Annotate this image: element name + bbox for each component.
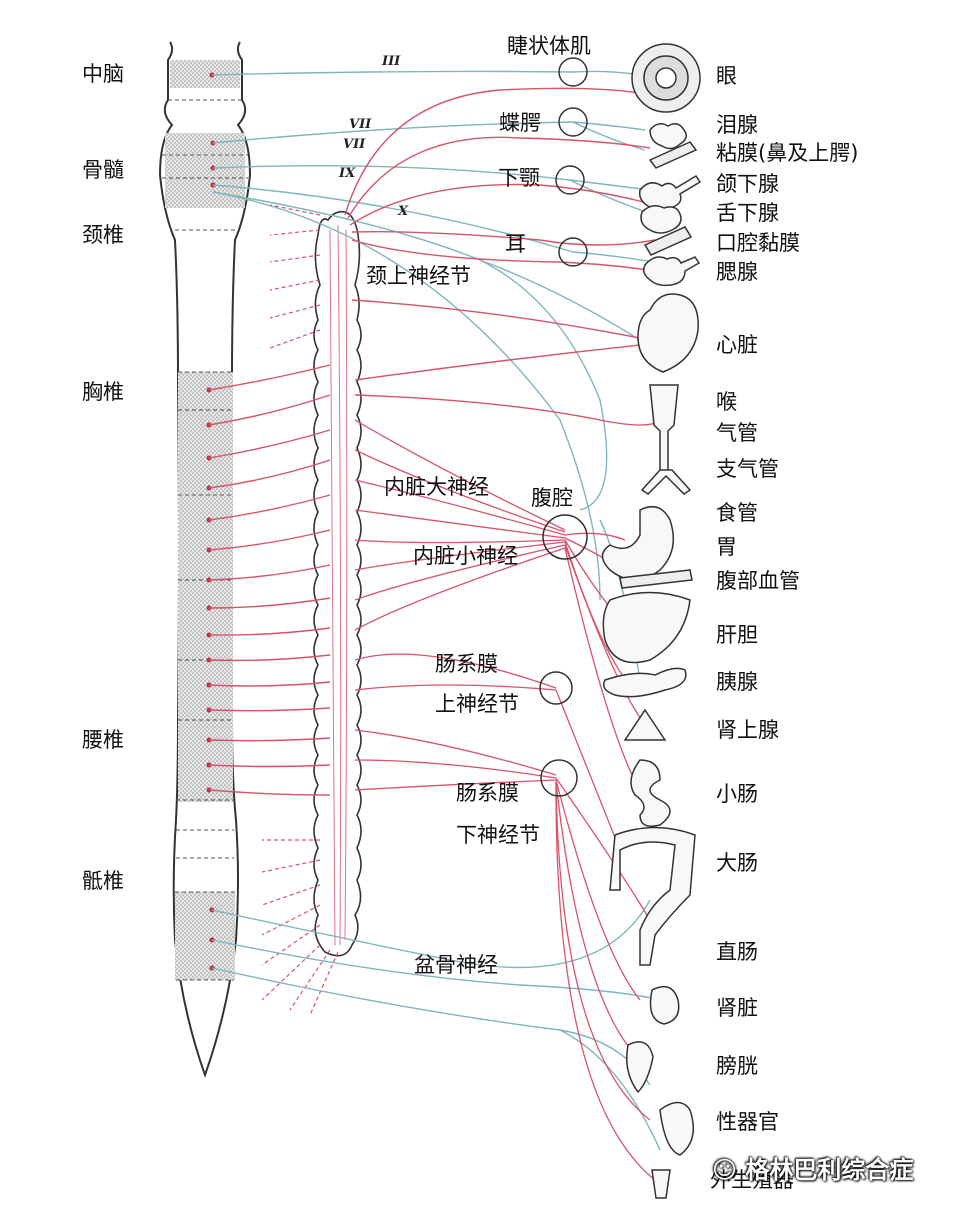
splanchnic-fibers — [354, 419, 566, 791]
label-superior-cervical: 颈上神经节 — [366, 264, 471, 288]
sublingual-gland-shape — [640, 205, 682, 234]
organ-shapes — [601, 43, 702, 1199]
organ-label-oral-mucosa: 口腔黏膜 — [716, 231, 800, 255]
eye-shape — [631, 43, 701, 113]
label-sup-mesenteric-1: 肠系膜 — [435, 652, 498, 676]
organ-label-small-intestine: 小肠 — [716, 782, 758, 806]
label-sup-mesenteric-2: 上神经节 — [435, 692, 519, 716]
larynx-trachea-shape — [649, 384, 679, 472]
label-inf-mesenteric-2: 下神经节 — [456, 823, 540, 847]
nerve-iii: III — [382, 54, 401, 69]
label-pelvic: 盆骨神经 — [414, 953, 498, 977]
organ-label-larynx: 喉 — [716, 390, 737, 414]
abdominal-vessels-shape — [619, 569, 693, 589]
organ-label-adrenal: 肾上腺 — [716, 718, 779, 742]
organ-label-sublingual: 舌下腺 — [716, 201, 779, 225]
organ-label-stomach: 胃 — [716, 535, 737, 559]
superior-mesenteric-ganglion — [539, 671, 573, 705]
oral-mucosa-shape — [643, 226, 693, 256]
organ-label-lacrimal: 泪腺 — [716, 113, 758, 137]
gray-rami — [261, 204, 339, 1016]
organ-label-submandibular: 颌下腺 — [716, 172, 779, 196]
watermark-text: 格林巴利综合症 — [745, 1156, 914, 1184]
reproductive-organ-shape — [659, 1101, 695, 1156]
ciliary-ganglion — [558, 57, 588, 87]
celiac-ganglion — [542, 514, 588, 560]
liver-shape — [602, 591, 691, 664]
label-thoracic: 胸椎 — [82, 380, 124, 404]
nasal-mucosa-shape — [648, 141, 698, 169]
kidney-shape — [649, 985, 680, 1025]
organ-label-esophagus: 食管 — [716, 501, 758, 525]
spinal-cord — [158, 41, 252, 1078]
organ-label-pancreas: 胰腺 — [716, 670, 758, 694]
sympathetic-pre-fibers — [208, 364, 331, 796]
parotid-gland-shape — [642, 256, 701, 287]
label-midbrain: 中脑 — [82, 62, 124, 86]
nerve-x: X — [398, 204, 409, 219]
organ-label-parotid: 腮腺 — [716, 260, 758, 284]
label-lumbar: 腰椎 — [82, 728, 124, 752]
label-pterygopalatine: 蝶腭 — [499, 111, 541, 135]
label-otic: 耳 — [505, 232, 526, 256]
label-sacral: 骶椎 — [82, 869, 124, 893]
label-celiac: 腹腔 — [531, 486, 573, 510]
label-cervical: 颈椎 — [82, 223, 124, 247]
parasympathetic-cranial-fibers — [211, 70, 661, 1151]
wechat-icon: ☺ — [712, 1156, 738, 1184]
external-genitalia-shape — [651, 1169, 671, 1199]
watermark: ☺ 格林巴利综合症 — [712, 1150, 913, 1185]
stomach-shape — [601, 505, 675, 581]
organ-label-mucosa: 粘膜(鼻及上腭) — [716, 141, 859, 165]
organ-label-external-genitalia: 外生殖器 — [710, 1168, 794, 1192]
lacrimal-gland-shape — [649, 123, 687, 150]
label-medulla: 骨髓 — [82, 158, 124, 182]
label-lesser-splanchnic: 内脏小神经 — [413, 544, 518, 568]
pancreas-shape — [603, 667, 687, 698]
organ-label-reproductive: 性器官 — [716, 1110, 779, 1134]
submandibular-ganglion — [555, 165, 585, 195]
bladder-shape — [626, 1041, 654, 1094]
label-ciliary: 睫状体肌 — [507, 34, 591, 58]
inferior-mesenteric-ganglion — [540, 759, 578, 797]
organ-label-trachea: 气管 — [716, 421, 758, 445]
sympathetic-trunk — [313, 210, 362, 957]
organ-label-kidney: 肾脏 — [716, 996, 758, 1020]
nerve-vii-a: VII — [349, 117, 372, 132]
organ-label-rectum: 直肠 — [716, 940, 758, 964]
small-intestine-shape — [630, 759, 671, 827]
organ-label-eye: 眼 — [716, 64, 737, 88]
pterygopalatine-ganglion — [558, 107, 588, 137]
organ-label-liver: 肝胆 — [716, 623, 758, 647]
label-inf-mesenteric-1: 肠系膜 — [456, 781, 519, 805]
organ-label-large-intestine: 大肠 — [716, 851, 758, 875]
adrenal-shape — [623, 708, 667, 741]
nerve-ix: IX — [339, 166, 356, 181]
large-intestine-shape — [609, 826, 696, 966]
bronchi-shape — [640, 469, 692, 495]
otic-ganglion — [558, 237, 588, 267]
sympathetic-head-fibers — [344, 87, 661, 426]
organ-label-bronchi: 支气管 — [716, 457, 779, 481]
label-submandibular: 下颚 — [498, 166, 540, 190]
sacral-region — [175, 892, 235, 980]
heart-shape — [637, 293, 699, 373]
thoracic-lumbar-region — [178, 372, 233, 802]
nerve-vii-b: VII — [343, 137, 366, 152]
organ-label-bladder: 膀胱 — [716, 1054, 758, 1078]
submandibular-gland-shape — [638, 174, 702, 211]
organ-label-abdominal-vessels: 腹部血管 — [716, 569, 800, 593]
label-greater-splanchnic: 内脏大神经 — [384, 475, 489, 499]
organ-label-heart: 心脏 — [716, 333, 758, 357]
